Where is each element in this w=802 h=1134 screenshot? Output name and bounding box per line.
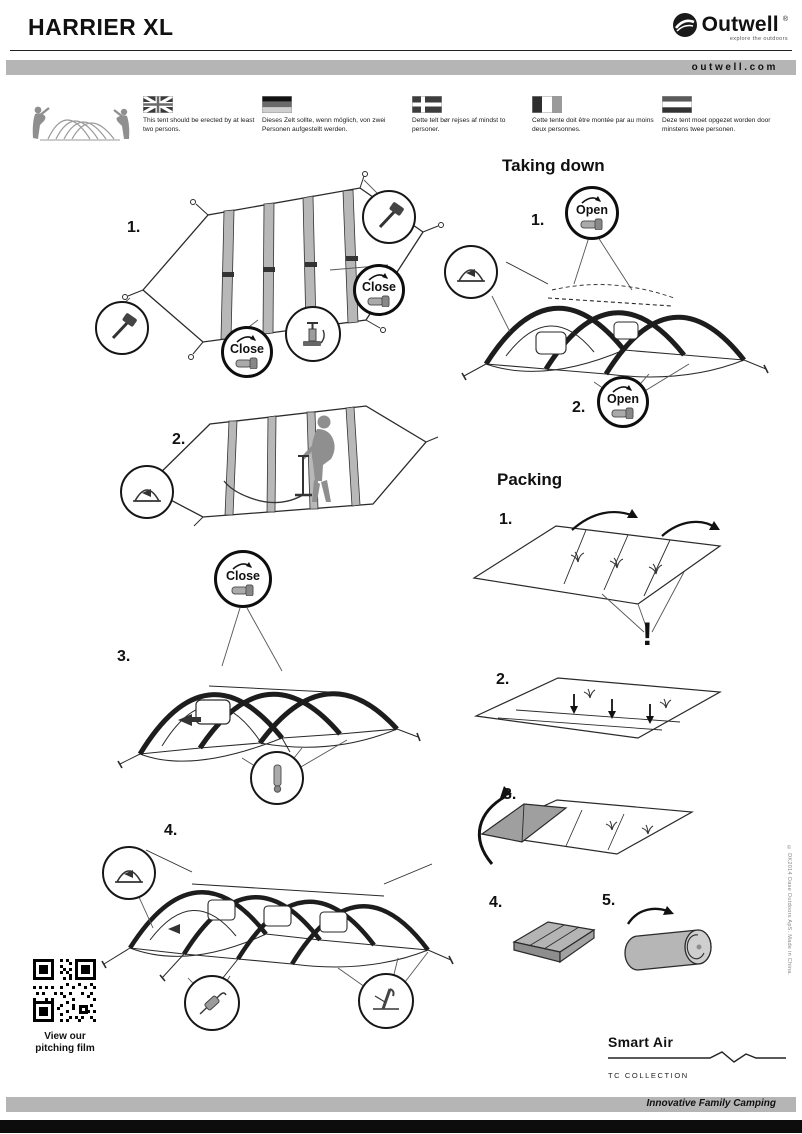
close-label: Close (361, 280, 397, 295)
tent-door-callout-takedown (444, 245, 498, 299)
germany-flag-icon (262, 96, 292, 113)
valve-icon (231, 584, 254, 596)
packing-step1-number: 1. (499, 511, 513, 528)
mallet-icon (378, 202, 404, 229)
outwell-logo: Outwell ® explore the outdoors (652, 12, 788, 42)
curved-arrow-icon (236, 335, 256, 343)
mallet-callout-left (95, 301, 149, 355)
open-valve-callout-1: Open (565, 186, 619, 240)
packing-step1-diagram (472, 509, 722, 633)
packing-step2-number: 2. (496, 671, 510, 688)
taking-down-diagram (461, 233, 769, 401)
pump-icon (303, 322, 325, 346)
notice-text-en: This tent should be erected by at least … (143, 117, 255, 133)
notice-nl: Deze tent moet opgezet worden door minst… (662, 96, 786, 135)
page-title: HARRIER XL (28, 14, 174, 40)
taking-down-heading: Taking down (502, 156, 605, 175)
inflation-tube-icon (273, 764, 282, 793)
pitching-step1-number: 1. (127, 219, 141, 236)
qr-caption-line1: View our (44, 1031, 86, 1042)
people-pitching-illustration (32, 106, 130, 141)
footer-black-bar (0, 1120, 802, 1133)
header-rule (10, 50, 792, 51)
peg-callout (358, 973, 414, 1029)
peg-icon (373, 988, 399, 1010)
guyline-buckle-callout (184, 975, 240, 1031)
qr-code (33, 959, 96, 1022)
qr-caption: View our pitching film (15, 1031, 115, 1055)
pump-callout (285, 306, 341, 362)
pitching-step1-diagram (115, 171, 444, 360)
uk-flag-icon (143, 96, 173, 113)
close-valve-callout-2: Close (221, 326, 273, 378)
taking-down-step2-number: 2. (572, 399, 586, 416)
pitching-step2-number: 2. (172, 431, 186, 448)
brand-tagline: explore the outdoors (729, 36, 788, 42)
outwell-logo-icon (672, 13, 697, 37)
curved-arrow-icon (612, 385, 632, 393)
notice-da: Dette telt bør rejses af mindst to perso… (412, 96, 530, 135)
packing-step2-diagram (473, 677, 722, 739)
pitching-step4-diagram (101, 849, 454, 1000)
footer-bar (6, 1097, 796, 1112)
denmark-flag-icon (412, 96, 442, 113)
notice-text-nl: Deze tent moet opgezet worden door minst… (662, 117, 771, 133)
curved-arrow-icon (368, 273, 388, 281)
notice-en: This tent should be erected by at least … (143, 96, 261, 135)
registered-mark: ® (782, 15, 788, 23)
mallet-callout-top (362, 190, 416, 244)
collection-label: TC COLLECTION (608, 1071, 689, 1080)
qr-caption-line2: pitching film (35, 1043, 95, 1054)
smart-air-branding: Smart Air TC COLLECTION (608, 1034, 786, 1080)
france-flag-icon (532, 96, 562, 113)
guyline-buckle-icon (199, 992, 227, 1015)
footer-tagline: Innovative Family Camping (646, 1098, 776, 1109)
pitching-step4-number: 4. (164, 822, 178, 839)
notice-fr: Cette tente doit être montée par au moin… (532, 96, 656, 135)
valve-icon (367, 295, 390, 307)
notice-text-de: Dieses Zelt sollte, wenn möglich, von zw… (262, 117, 386, 133)
valve-icon (611, 407, 634, 419)
notice-text-fr: Cette tente doit être montée par au moin… (532, 117, 654, 133)
pitching-step3-number: 3. (117, 648, 131, 665)
close-label: Close (225, 569, 261, 584)
packing-step5-number: 5. (602, 892, 616, 909)
packing-step4-number: 4. (489, 894, 503, 911)
curved-arrow-icon (232, 562, 252, 570)
mallet-icon (111, 313, 137, 340)
valve-icon (235, 357, 258, 369)
open-label: Open (607, 392, 639, 407)
tent-door-callout-step2 (120, 465, 174, 519)
taking-down-step1-number: 1. (531, 212, 545, 229)
close-valve-callout-1: Close (353, 264, 405, 316)
brand-name: Outwell (701, 13, 779, 36)
notice-de: Dieses Zelt sollte, wenn möglich, von zw… (262, 96, 404, 135)
warning-mark: ! (642, 616, 653, 652)
valve-icon (580, 218, 603, 230)
pitching-step3-diagram (117, 607, 421, 779)
packing-step3-diagram (477, 786, 694, 865)
packing-step4-diagram (512, 921, 596, 964)
header-bar (6, 60, 796, 75)
open-valve-callout-2: Open (597, 376, 649, 428)
close-label: Close (229, 342, 265, 357)
inflation-tube-callout (250, 751, 304, 805)
open-label: Open (576, 203, 608, 218)
tent-door-icon (133, 489, 161, 502)
close-valve-callout-3: Close (214, 550, 272, 608)
packing-heading: Packing (497, 470, 563, 489)
tent-door-callout-step4 (102, 846, 156, 900)
packing-step5-diagram (624, 906, 712, 971)
notice-text-da: Dette telt bør rejses af mindst to perso… (412, 117, 506, 133)
pitching-step2-diagram (133, 405, 439, 527)
tent-door-icon (457, 269, 485, 282)
curved-arrow-icon (581, 196, 601, 204)
netherlands-flag-icon (662, 96, 692, 113)
copyright-side-note: © DK2014 Oase Outdoors ApS. Made in Chin… (786, 845, 792, 976)
smart-air-label: Smart Air (608, 1034, 674, 1050)
smart-air-rule (608, 1051, 786, 1063)
tent-door-icon (115, 870, 143, 883)
website-text: outwell.com (691, 62, 778, 73)
